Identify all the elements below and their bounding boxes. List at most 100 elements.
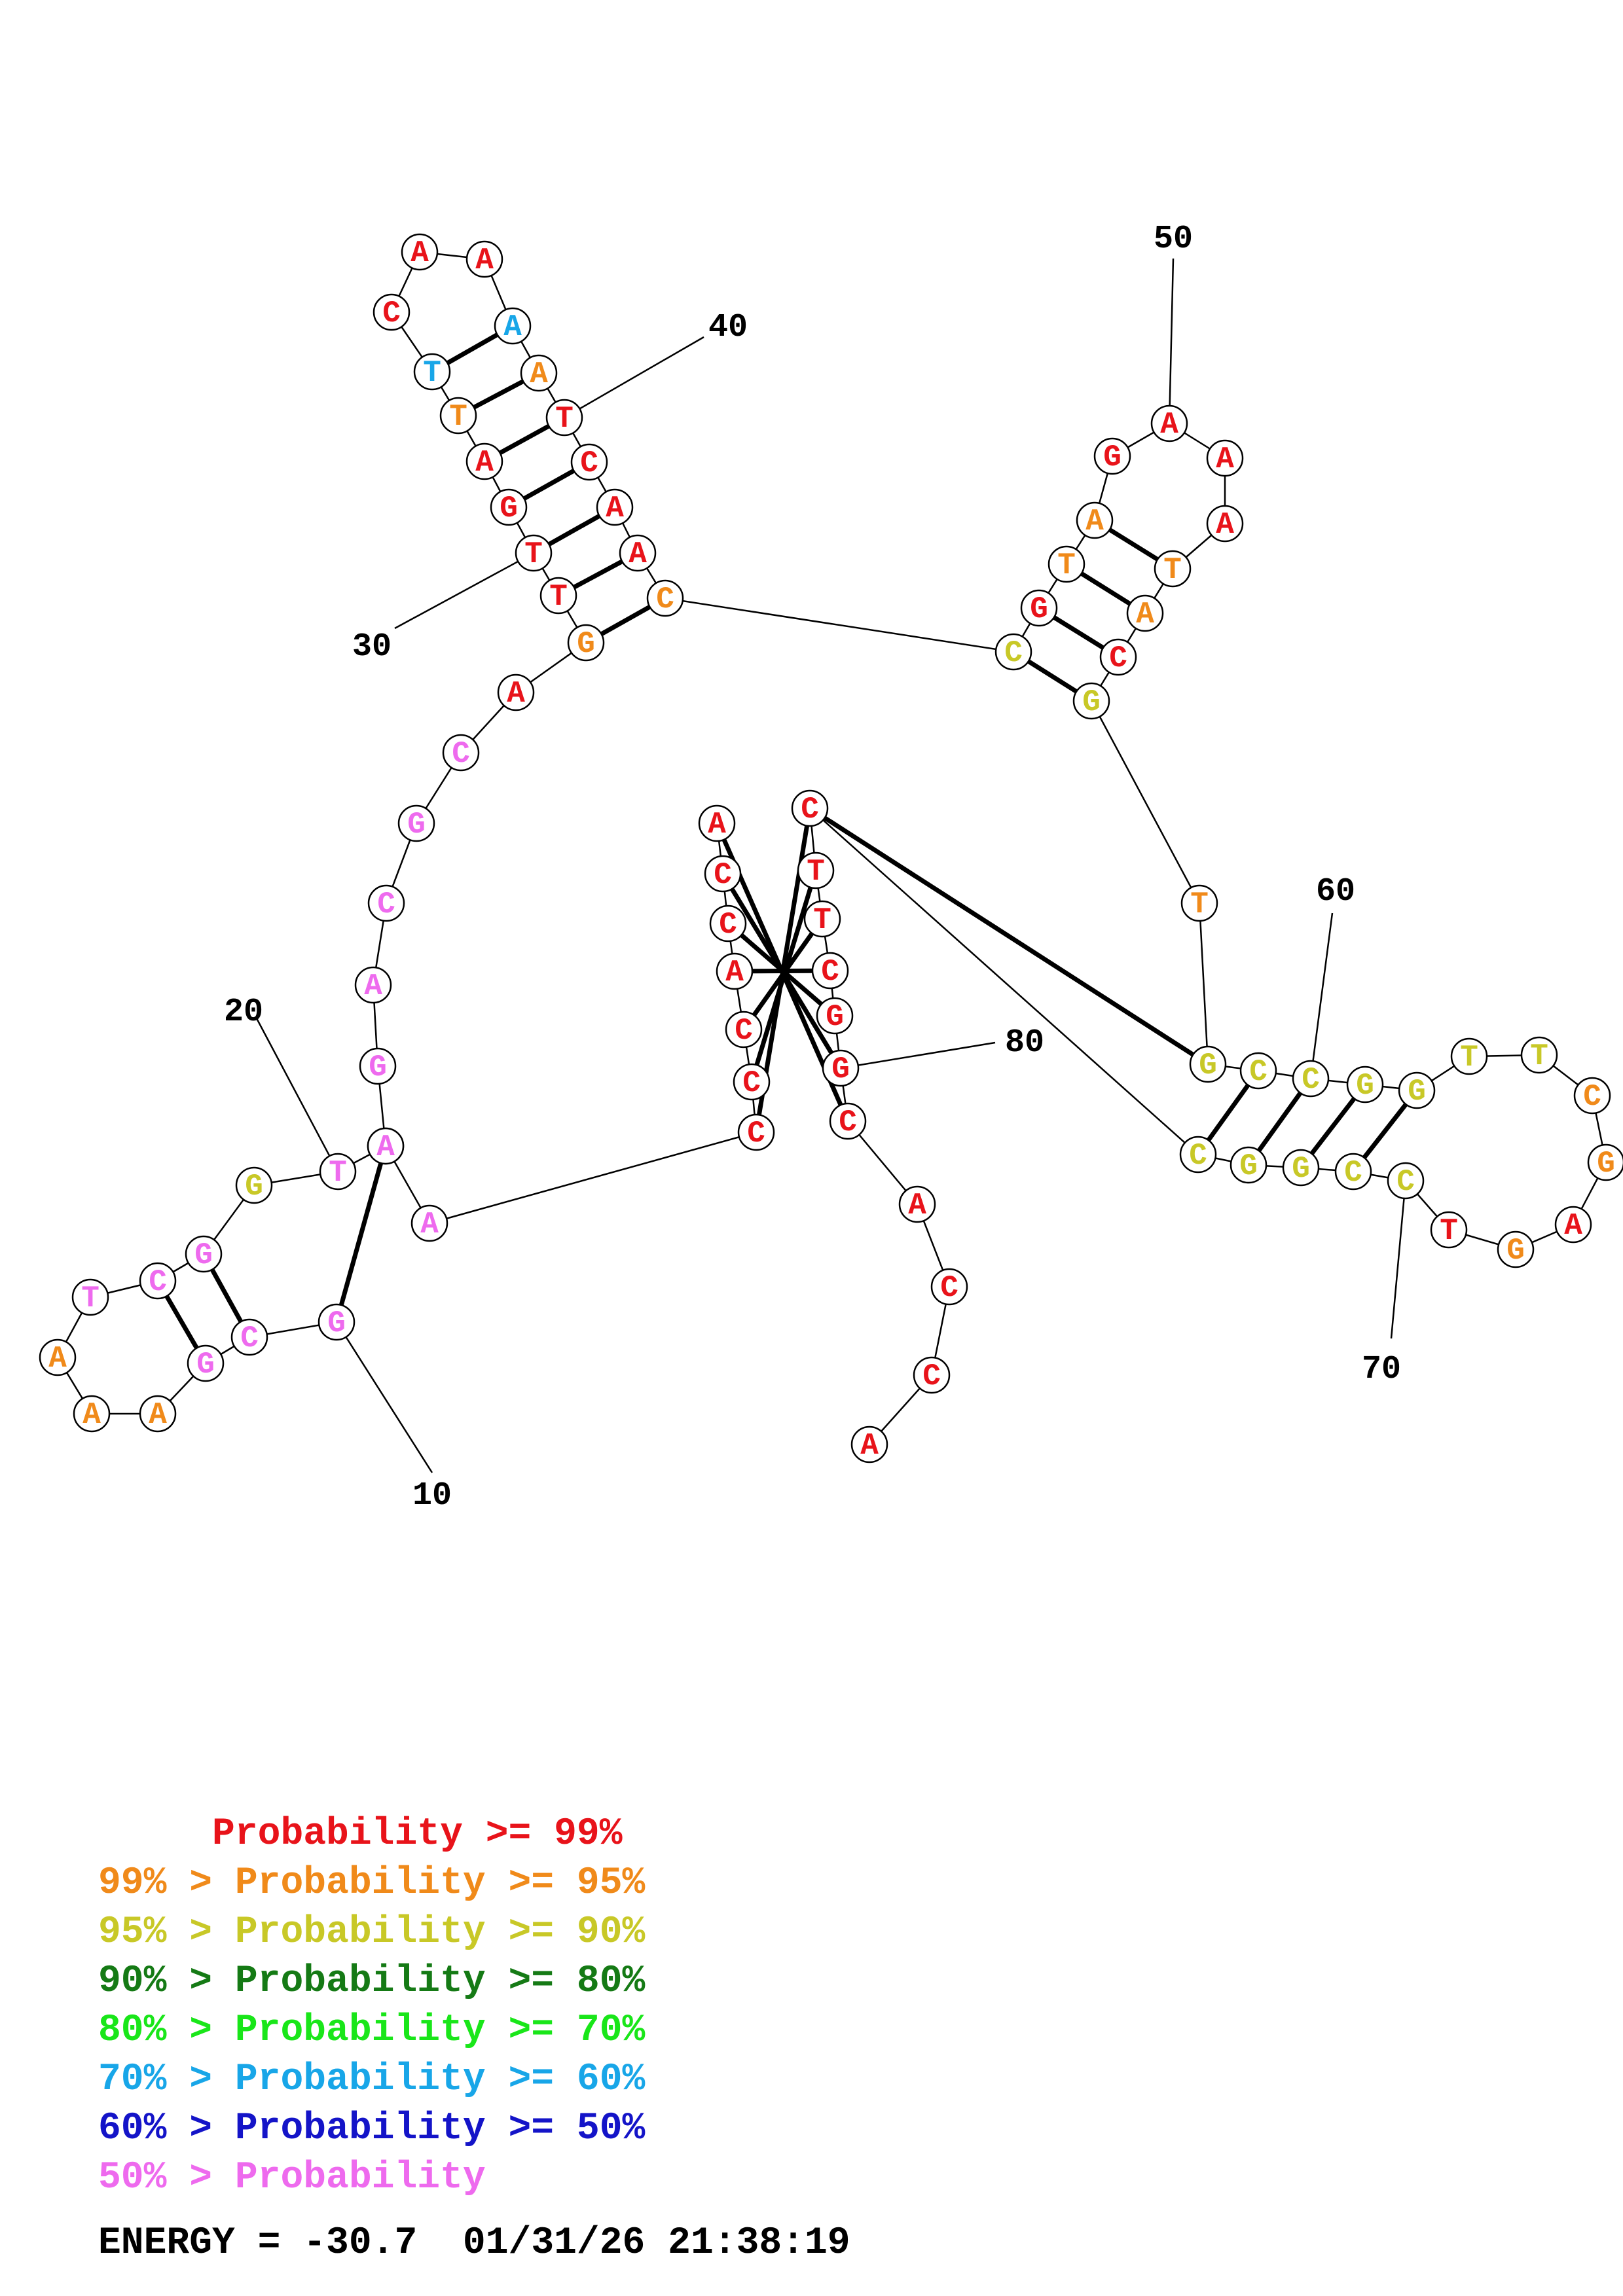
- nucleotide-circle: [737, 1113, 775, 1151]
- nucleotide: A: [850, 1426, 888, 1463]
- nucleotide: G: [397, 804, 435, 842]
- nucleotide-base: C: [382, 296, 401, 331]
- nucleotide-base: A: [82, 1398, 101, 1432]
- nucleotide-circle: [797, 852, 835, 889]
- base-pair-bond: [574, 560, 623, 589]
- nucleotide-base: A: [708, 808, 726, 842]
- nucleotide-base: C: [1302, 1063, 1320, 1097]
- nucleotide-circle: [698, 804, 736, 842]
- nucleotide-base: A: [364, 969, 382, 1003]
- base-pair-bond: [210, 1268, 243, 1323]
- nucleotide-base: T: [329, 1156, 347, 1190]
- nucleotide-base: T: [549, 580, 568, 614]
- nucleotide-circle: [803, 900, 841, 938]
- nucleotide: C: [139, 1262, 177, 1300]
- nucleotide: G: [816, 997, 854, 1035]
- nucleotide-circle: [545, 399, 583, 437]
- nucleotide: C: [811, 952, 849, 990]
- index-label: 20: [224, 994, 263, 1031]
- nucleotide-base: C: [149, 1265, 167, 1299]
- nucleotide-base: C: [742, 1066, 761, 1100]
- nucleotide-circle: [1282, 1149, 1320, 1187]
- nucleotide-circle: [1206, 439, 1244, 477]
- nucleotide-circle: [1554, 1206, 1592, 1244]
- nucleotide: G: [318, 1303, 356, 1341]
- nucleotide-circle: [1154, 550, 1192, 588]
- nucleotide-circle: [1150, 404, 1188, 442]
- backbone-segment: [1090, 700, 1201, 904]
- nucleotide: T: [1430, 1211, 1468, 1249]
- nucleotide-circle: [829, 1102, 867, 1140]
- nucleotide-base: T: [449, 400, 467, 434]
- legend-row: 90% > Probability >= 80%: [98, 1960, 646, 2003]
- tick-line: [1390, 1180, 1407, 1339]
- base-pair-bond: [1080, 571, 1131, 606]
- backbone-segment: [429, 1131, 757, 1225]
- base-pair-bond: [447, 332, 498, 365]
- nucleotide-base: A: [507, 677, 525, 711]
- tick-line: [255, 1018, 339, 1172]
- nucleotide-circle: [596, 488, 634, 526]
- nucleotide: C: [1387, 1162, 1425, 1200]
- tick-line: [1168, 258, 1175, 424]
- nucleotide-base: A: [725, 956, 744, 990]
- nucleotide-circle: [1450, 1037, 1488, 1075]
- base-pair-bond: [165, 1295, 198, 1349]
- nucleotide-base: A: [1564, 1209, 1582, 1243]
- nucleotide-circle: [1387, 1162, 1425, 1200]
- nucleotide: G: [1020, 589, 1058, 627]
- nucleotide-circle: [1020, 589, 1058, 627]
- nucleotide-base: C: [1109, 641, 1127, 675]
- nucleotide-circle: [1573, 1077, 1611, 1115]
- timestamp: 01/31/26 21:38:19: [462, 2222, 850, 2265]
- nucleotide: G: [1093, 437, 1131, 475]
- nucleotide-circle: [811, 952, 849, 990]
- nucleotide-circle: [187, 1344, 225, 1382]
- nucleotide-circle: [1346, 1066, 1384, 1103]
- nucleotide-circle: [354, 966, 392, 1004]
- nucleotide: G: [235, 1166, 273, 1204]
- nucleotide: C: [1334, 1153, 1372, 1191]
- nucleotide-base: G: [1030, 592, 1048, 626]
- nucleotide: T: [1520, 1036, 1558, 1074]
- nucleotide: C: [913, 1356, 951, 1394]
- base-pair-bond: [499, 424, 550, 455]
- nucleotide-circle: [319, 1153, 357, 1191]
- nucleotide: C: [791, 789, 829, 827]
- nucleotide-circle: [139, 1395, 177, 1433]
- nucleotide-base: C: [714, 858, 732, 892]
- nucleotide-circle: [646, 579, 684, 617]
- nucleotide-base: G: [577, 627, 595, 661]
- base-pair-bond: [1207, 1084, 1250, 1141]
- nucleotide-base: A: [606, 492, 624, 526]
- nucleotide-base: G: [1199, 1049, 1217, 1083]
- nucleotide-circle: [1126, 594, 1164, 632]
- legend-row: 70% > Probability >= 60%: [98, 2058, 646, 2101]
- nucleotide-circle: [1334, 1153, 1372, 1191]
- nucleotide-base: C: [1249, 1055, 1267, 1089]
- nucleotide-base: G: [1506, 1234, 1525, 1268]
- nucleotide-base: A: [503, 310, 522, 344]
- nucleotide-base: A: [629, 537, 647, 571]
- base-pair-bond: [824, 816, 1194, 1056]
- nucleotide: A: [1150, 404, 1188, 442]
- nucleotide: A: [1206, 505, 1244, 543]
- index-label: 80: [1005, 1024, 1044, 1062]
- nucleotide-base: T: [813, 903, 831, 937]
- nucleotide-circle: [410, 1204, 448, 1242]
- nucleotide-base: A: [1085, 505, 1104, 539]
- nucleotide: C: [1099, 638, 1137, 676]
- nucleotide-base: C: [940, 1271, 958, 1305]
- nucleotide-circle: [1048, 545, 1085, 583]
- nucleotide-circle: [567, 624, 605, 662]
- index-label: 60: [1316, 873, 1355, 910]
- nucleotide: G: [1230, 1146, 1267, 1184]
- nucleotide-circle: [1189, 1045, 1227, 1083]
- nucleotide: T: [1154, 550, 1192, 588]
- nucleotide: A: [698, 804, 736, 842]
- nucleotide-circle: [401, 233, 439, 271]
- base-pair-bond: [473, 379, 524, 410]
- tick-line: [840, 1041, 996, 1069]
- nucleotide-circle: [359, 1047, 397, 1085]
